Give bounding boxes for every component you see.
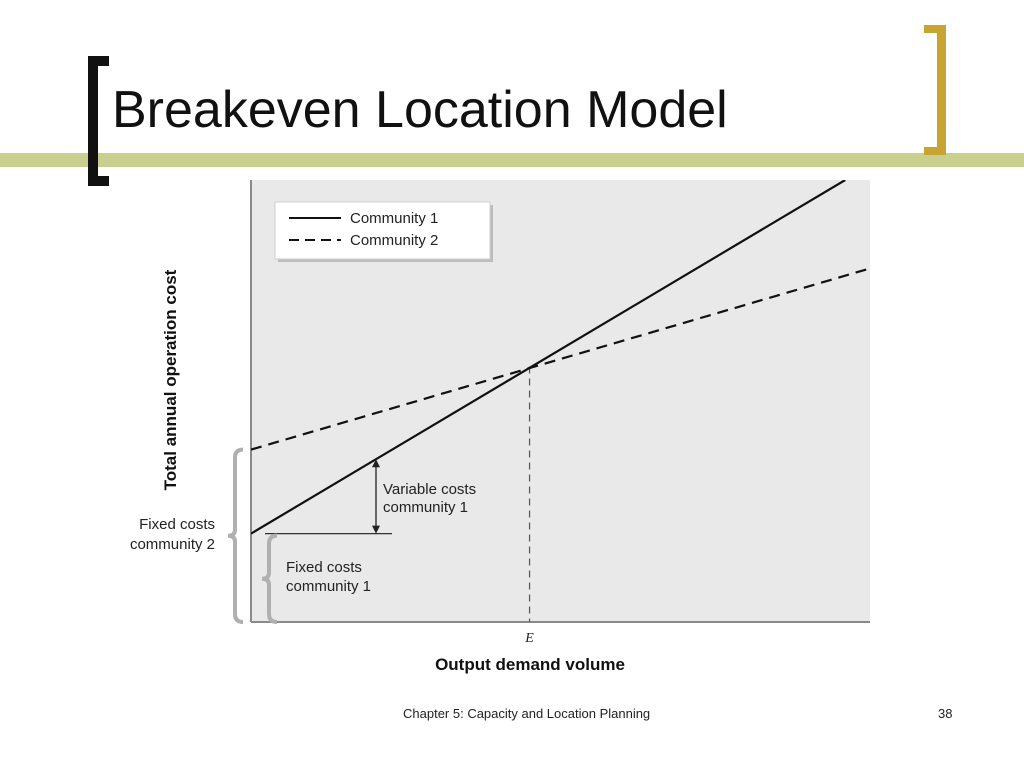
legend-label-1: Community 1 (350, 210, 438, 227)
x-axis-label: Output demand volume (435, 655, 625, 674)
fixed-costs-2-label-1: Fixed costs (139, 516, 215, 533)
variable-cost-arrowhead-down (372, 525, 380, 534)
slide-title: Breakeven Location Model (112, 81, 728, 139)
fixed-costs-1-brace (261, 533, 278, 624)
legend-box (274, 201, 491, 260)
left-bracket-icon (88, 56, 109, 186)
fixed-costs-2-brace (227, 447, 244, 624)
variable-costs-label-2: community 1 (383, 499, 468, 516)
breakeven-label: E (524, 631, 534, 646)
variable-costs-label-1: Variable costs (383, 481, 476, 498)
legend-label-2: Community 2 (350, 232, 438, 249)
variable-cost-arrowhead-up (372, 459, 380, 468)
fixed-costs-1-label-1: Fixed costs (286, 559, 362, 576)
fixed-costs-1-label-2: community 1 (286, 578, 371, 595)
fixed-costs-2-label-2: community 2 (130, 536, 215, 553)
right-bracket-icon (924, 25, 946, 155)
series-line-1 (251, 180, 846, 535)
footer-page-number: 38 (938, 706, 953, 721)
footer-chapter: Chapter 5: Capacity and Location Plannin… (403, 706, 651, 721)
title-accent-band (0, 153, 1024, 167)
y-axis-label: Total annual operation cost (161, 269, 180, 490)
